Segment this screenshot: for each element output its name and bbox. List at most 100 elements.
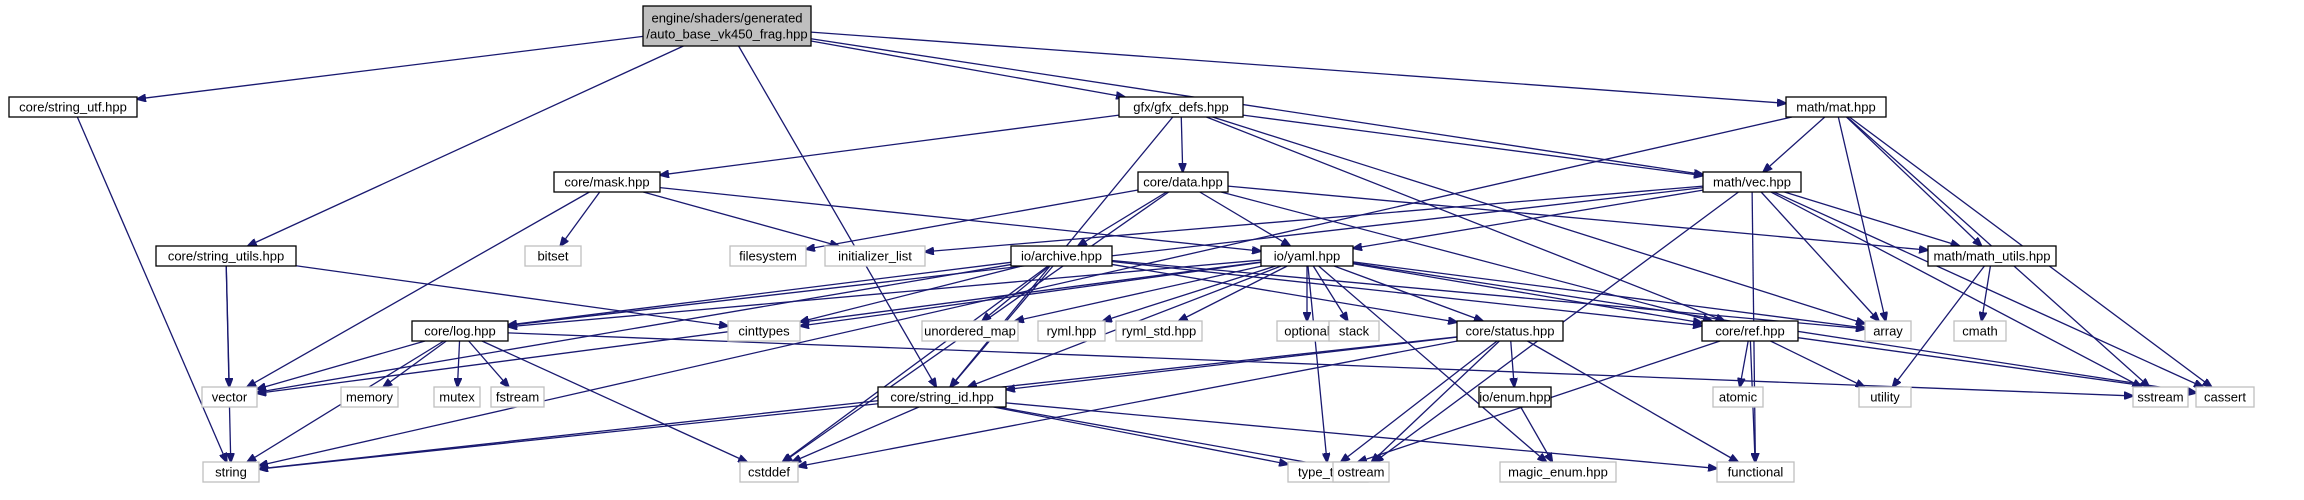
node-label: utility [1870,390,1900,405]
edge-line [257,340,426,389]
edge-ref-to-atomic [1740,340,1749,387]
edge-string_id-to-cstddef [792,406,920,462]
edge-line [1511,340,1514,387]
node-log[interactable]: core/log.hpp [411,320,509,342]
edge-archive-to-array [1111,259,1865,329]
node-label: unordered_map [924,324,1016,339]
edge-line [508,259,1262,327]
node-label: magic_enum.hpp [1508,465,1608,480]
node-mat[interactable]: math/mat.hpp [1785,96,1887,118]
edge-line [137,35,644,99]
node-yaml[interactable]: io/yaml.hpp [1260,245,1354,267]
node-ostream: ostream [1332,461,1390,483]
node-box [1701,320,1799,342]
node-label: engine/shaders/generated/auto_base_vk450… [646,11,807,42]
edge-line [1103,265,1276,321]
node-math_utils[interactable]: math/math_utils.hpp [1927,245,2057,267]
edge-root-to-string_utils [248,45,684,246]
node-label: functional [1728,465,1784,480]
edge-line [257,263,1012,393]
edge-mat-to-array [1837,116,1885,321]
edge-data-to-ref [1220,191,1712,321]
node-box [1478,386,1552,408]
edge-line [1893,265,1985,387]
edge-line [1227,185,1928,250]
edge-log-to-fstream [468,340,509,387]
edge-status-to-ostream [1372,340,1500,462]
edge-line [1318,265,1547,462]
node-box [1010,245,1113,267]
edge-yaml-to-ref [1352,263,1702,323]
node-box [1118,96,1244,118]
edge-line [1763,116,1826,172]
node-box [411,320,509,342]
edge-line [800,261,1262,326]
edge-math_utils-to-cmath [1982,265,1992,321]
edge-yaml-to-stack [1312,265,1347,321]
edge-yaml-to-array [1352,261,1865,328]
edge-line [810,31,1786,103]
edge-line [1212,116,1865,324]
node-label: filesystem [739,249,797,264]
node-box [921,320,1019,342]
node-utility: utility [1858,386,1912,408]
edge-yaml-to-cinttypes [800,261,1262,326]
edge-root-to-mat [810,31,1786,103]
node-cstddef: cstddef [739,461,799,483]
node-box [1499,461,1617,483]
node-vec[interactable]: math/vec.hpp [1702,171,1802,193]
node-memory: memory [340,386,399,408]
node-mask[interactable]: core/mask.hpp [553,171,661,193]
node-enum[interactable]: io/enum.hpp [1478,386,1552,408]
edge-log-to-cstddef [481,340,747,462]
edge-vec-to-math_utils [1784,191,1959,246]
edge-line [643,191,839,246]
node-label: io/archive.hpp [1021,249,1102,264]
node-label: cinttypes [738,324,790,339]
edge-line [660,114,1120,175]
edge-line [1797,337,2196,393]
node-status[interactable]: core/status.hpp [1456,320,1564,342]
node-string_utf[interactable]: core/string_utf.hpp [8,96,138,118]
node-ref[interactable]: core/ref.hpp [1701,320,1799,342]
edge-vec-to-yaml [1353,189,1704,248]
node-gfx_defs[interactable]: gfx/gfx_defs.hpp [1118,96,1244,118]
edge-yaml-to-status [1333,265,1483,321]
node-string_id[interactable]: core/string_id.hpp [877,386,1007,408]
node-root[interactable]: engine/shaders/generated/auto_base_vk450… [642,5,812,47]
edge-line [383,340,447,387]
edge-line [806,189,1139,249]
edge-vec-to-array [1760,191,1879,321]
node-string_utils[interactable]: core/string_utils.hpp [155,245,297,267]
edge-archive-to-log [508,261,1012,325]
edge-log-to-vector [257,340,426,389]
edge-line [1520,406,1553,462]
edge-root-to-string_utf [137,35,644,99]
node-box [1785,96,1887,118]
node-data[interactable]: core/data.hpp [1137,171,1229,193]
node-archive[interactable]: io/archive.hpp [1010,245,1113,267]
edge-yaml-to-log [508,259,1262,327]
edge-line [800,265,1022,322]
edge-line [738,45,937,387]
node-box [2132,386,2189,408]
edge-line [1982,265,1992,321]
edge-string_id-to-ostream [997,406,1333,467]
edge-line [1837,116,1885,321]
node-stack: stack [1328,320,1380,342]
edge-line [1206,116,1724,321]
node-label: core/log.hpp [424,324,496,339]
node-label: math/math_utils.hpp [1933,249,2050,264]
node-box [201,386,258,408]
edge-line [798,340,1458,466]
node-label: vector [212,390,248,405]
edge-status-to-cstddef [798,340,1458,466]
edge-root-to-vec [810,38,1703,175]
node-array: array [1864,320,1912,342]
edge-line [792,406,920,462]
node-label: core/string_id.hpp [890,390,993,405]
edge-line [481,340,747,462]
edge-ref-to-cassert [1797,337,2196,393]
node-initializer_list: initializer_list [824,245,926,267]
